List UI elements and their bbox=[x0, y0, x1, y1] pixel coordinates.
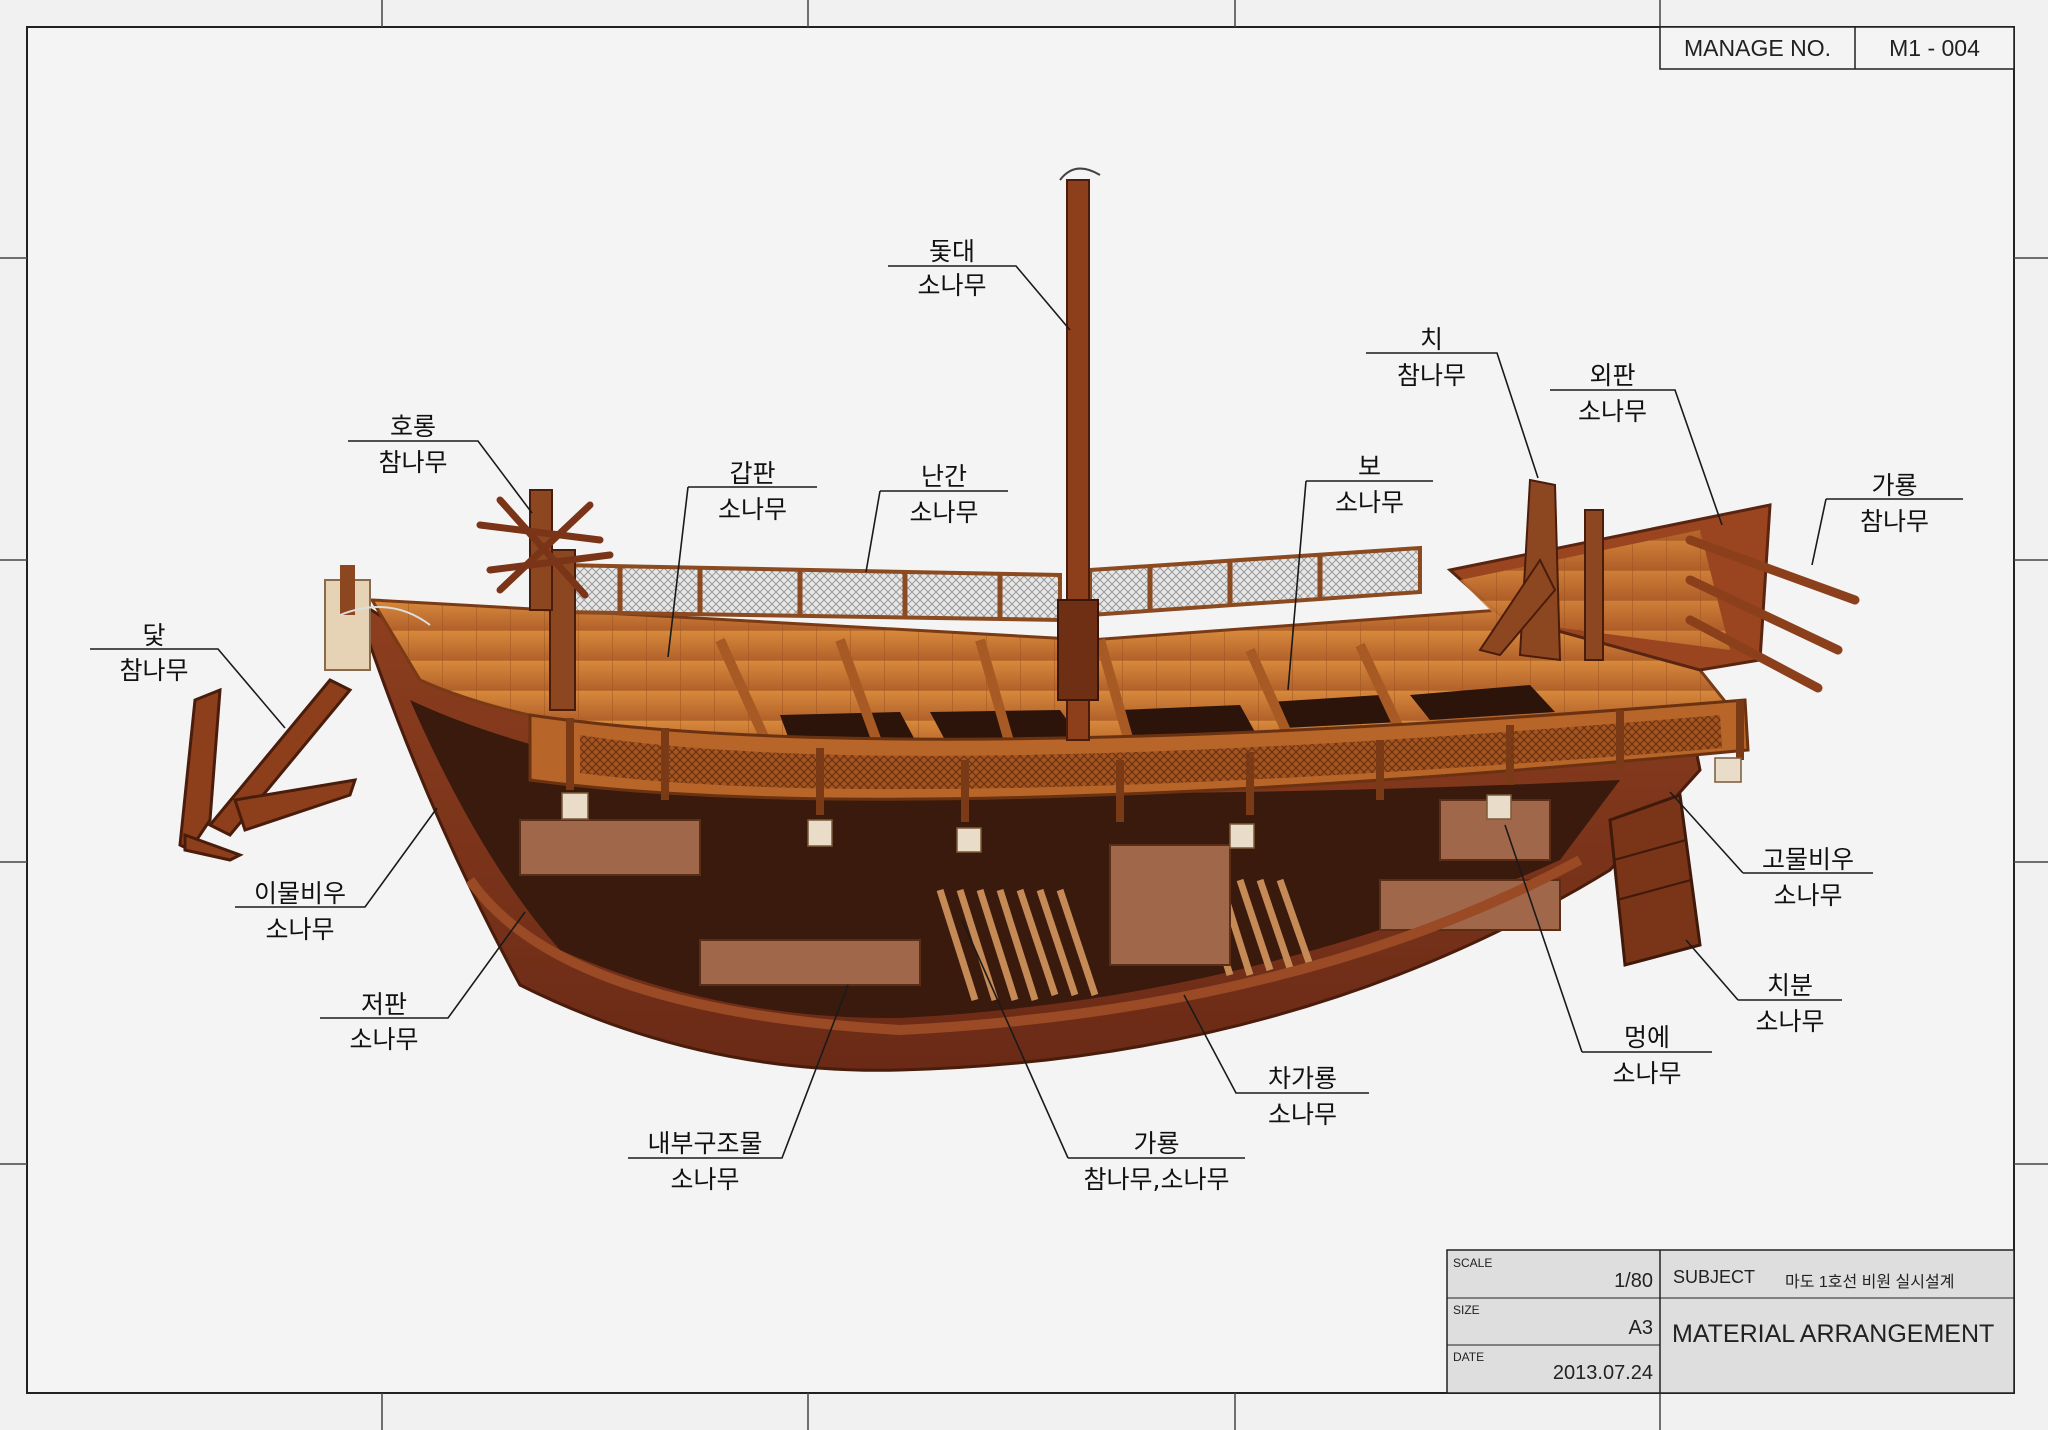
manage-no-label: MANAGE NO. bbox=[1684, 35, 1831, 61]
callout-name-gappan: 갑판 bbox=[729, 459, 776, 488]
beam-end-blocks bbox=[561, 757, 1742, 853]
callout-material-jeopan: 소나무 bbox=[349, 1025, 419, 1054]
callout-name-dotdae: 돛대 bbox=[928, 237, 975, 266]
callout-material-dotdae: 소나무 bbox=[917, 271, 987, 300]
callout-material-imulbiu: 소나무 bbox=[265, 915, 335, 944]
anchor-rope bbox=[339, 606, 431, 626]
anchor bbox=[178, 678, 358, 862]
callout-name-nangan: 난간 bbox=[920, 462, 967, 491]
callout-material-chibun: 소나무 bbox=[1755, 1007, 1825, 1036]
rudder-blade bbox=[1608, 792, 1702, 967]
callout-material-chagaryong: 소나무 bbox=[1267, 1100, 1337, 1129]
manage-number-box bbox=[1659, 26, 2015, 70]
manage-no-value: M1 - 004 bbox=[1889, 35, 1980, 61]
callout-name-chi: 치 bbox=[1419, 325, 1443, 354]
internal-structures bbox=[519, 799, 1561, 986]
scale-value: 1/80 bbox=[1614, 1270, 1653, 1292]
mast-top-rope bbox=[1059, 167, 1101, 181]
drawing-title: MATERIAL ARRANGEMENT bbox=[1672, 1320, 1995, 1348]
callout-name-meonge: 멍에 bbox=[1623, 1023, 1670, 1052]
callout-material-garyong-mid: 참나무,소나무 bbox=[1083, 1165, 1230, 1194]
callout-name-imulbiu: 이물비우 bbox=[253, 879, 346, 908]
callout-material-horong: 참나무 bbox=[378, 448, 448, 477]
callout-name-garyong-stern: 가룡 bbox=[1871, 471, 1918, 500]
callout-name-chibun: 치분 bbox=[1766, 971, 1813, 1000]
callout-material-naebu: 소나무 bbox=[670, 1165, 740, 1194]
deck-beams bbox=[715, 637, 1405, 753]
callout-name-gomulbiu: 고물비우 bbox=[1761, 845, 1854, 874]
callout-name-oepan: 외판 bbox=[1589, 361, 1636, 390]
callout-material-gomulbiu: 소나무 bbox=[1773, 881, 1843, 910]
callout-material-gappan: 소나무 bbox=[717, 495, 787, 524]
callout-material-meonge: 소나무 bbox=[1612, 1059, 1682, 1088]
callout-name-naebu: 내부구조물 bbox=[647, 1129, 763, 1158]
subject-label: SUBJECT bbox=[1673, 1267, 1756, 1287]
stern-spars bbox=[1685, 535, 1860, 693]
leader-lines bbox=[90, 265, 1963, 1159]
callout-material-dat: 참나무 bbox=[119, 656, 189, 685]
scale-label: SCALE bbox=[1453, 1256, 1493, 1270]
callout-material-oepan: 소나무 bbox=[1577, 397, 1647, 426]
ship-model bbox=[178, 167, 1860, 1072]
hull-interior bbox=[410, 700, 1620, 1019]
lower-railing-posts bbox=[566, 700, 1744, 822]
lower-railing-mesh bbox=[580, 715, 1722, 790]
callout-material-chi: 참나무 bbox=[1396, 361, 1466, 390]
callout-name-garyong-mid: 가룡 bbox=[1133, 1129, 1180, 1158]
date-label: DATE bbox=[1453, 1350, 1485, 1364]
callout-name-dat: 닻 bbox=[142, 621, 166, 650]
size-label: SIZE bbox=[1453, 1303, 1480, 1317]
bow-post bbox=[340, 565, 355, 615]
callout-name-horong: 호롱 bbox=[389, 412, 436, 441]
windlass bbox=[476, 489, 614, 611]
railing-posts bbox=[617, 555, 1323, 619]
upper-railing-mesh bbox=[558, 562, 1062, 623]
callout-material-nangan: 소나무 bbox=[909, 498, 979, 527]
rudder-support bbox=[1584, 509, 1604, 661]
callout-material-garyong-stern: 참나무 bbox=[1859, 507, 1929, 536]
date-value: 2013.07.24 bbox=[1552, 1362, 1653, 1384]
size-value: A3 bbox=[1628, 1317, 1653, 1339]
title-block bbox=[1446, 1249, 2015, 1394]
callout-name-chagaryong: 차가룡 bbox=[1267, 1064, 1337, 1093]
rudder-blade-lines bbox=[1613, 839, 1692, 901]
callout-material-bo: 소나무 bbox=[1334, 488, 1404, 517]
bow-post-cap bbox=[324, 579, 371, 671]
subject-value: 마도 1호선 비원 실시설계 bbox=[1785, 1274, 1955, 1291]
rudder-brace bbox=[1478, 558, 1557, 657]
callout-name-jeopan: 저판 bbox=[360, 990, 407, 1019]
mast-step bbox=[1057, 599, 1099, 701]
bottom-planks bbox=[465, 855, 1583, 1036]
callout-name-bo: 보 bbox=[1357, 452, 1381, 481]
